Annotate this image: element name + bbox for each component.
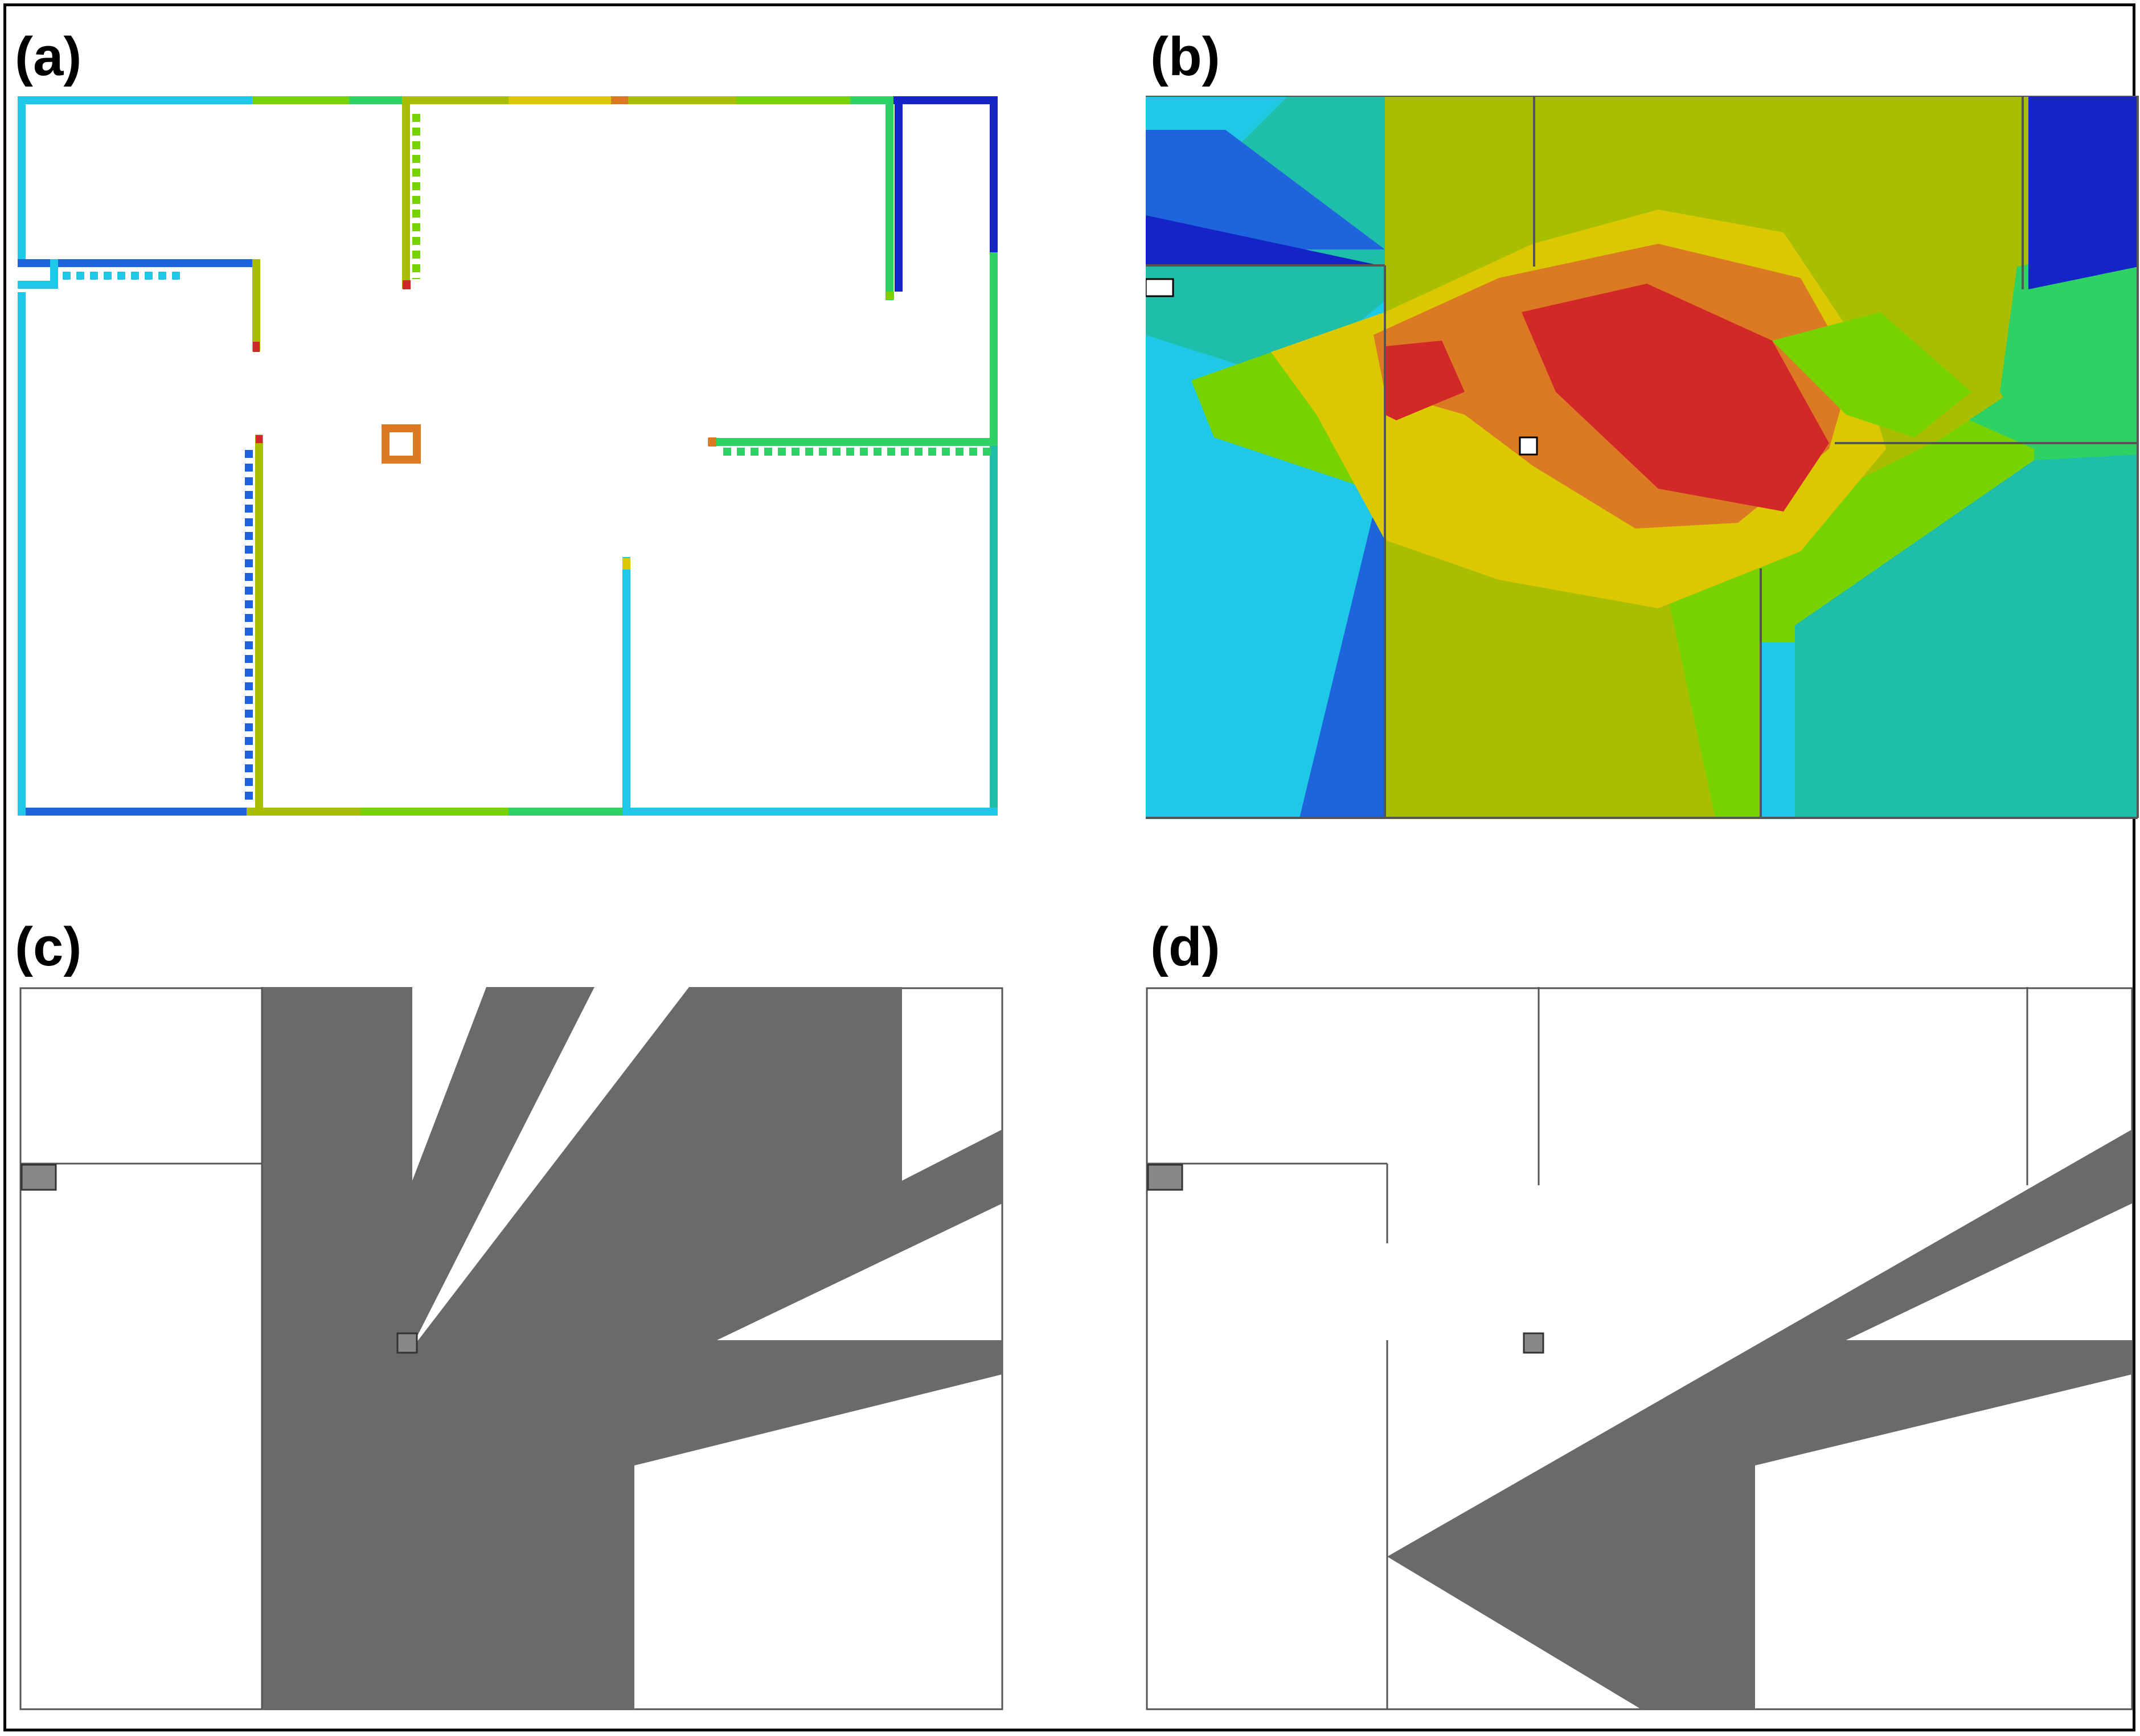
hatched-marker-c-center — [396, 1332, 418, 1354]
zone-blue-topleft — [1146, 130, 1385, 249]
panel-d-visibility — [1146, 987, 2133, 1710]
zone-blue-topright-dark — [2028, 96, 2139, 289]
dashed-wall-segments — [63, 114, 991, 803]
panel-b-heatmap — [1146, 96, 2139, 819]
zone-blue-bottomleft — [1299, 466, 1385, 818]
panel-label-d: (d) — [1150, 916, 1220, 977]
heatmap-left-notch — [1146, 278, 1174, 297]
panel-label-a: (a) — [15, 26, 82, 87]
visibility-white-wedge-d — [1846, 1203, 2132, 1340]
pillar — [382, 424, 421, 464]
zone-lightblue-right-corner — [1761, 642, 1795, 818]
zone-darkblue-topleft — [1146, 215, 1385, 267]
walls-d — [1147, 987, 2028, 1709]
walls-c — [21, 987, 263, 1709]
heatmap-source-marker — [1519, 436, 1538, 456]
interior-walls — [18, 96, 998, 816]
hatched-marker-d-left — [1147, 1164, 1183, 1191]
visibility-shadow-d — [1387, 1129, 2132, 1709]
visibility-shadow-c — [262, 987, 1002, 1709]
panel-c-visibility — [19, 987, 1003, 1710]
visibility-white-sliver-c1 — [412, 987, 486, 1181]
hatched-marker-d-center — [1523, 1332, 1544, 1354]
visibility-white-sliver-c2 — [409, 987, 689, 1352]
zone-red-main — [1522, 284, 1829, 511]
wall-end-highlights — [253, 280, 894, 570]
figure-frame — [3, 3, 2135, 1731]
panel-label-b: (b) — [1150, 26, 1220, 87]
panel-label-c: (c) — [15, 916, 82, 977]
zone-lime-upper-right — [1772, 312, 1971, 437]
zone-teal-right — [1795, 455, 2139, 818]
panel-a-wall-map — [18, 96, 998, 816]
hatched-marker-c-left — [21, 1164, 57, 1191]
zone-green-topright — [2000, 244, 2139, 449]
outer-walls — [18, 96, 998, 816]
heatmap-walls — [1146, 96, 2139, 819]
zone-red-left — [1385, 341, 1465, 420]
